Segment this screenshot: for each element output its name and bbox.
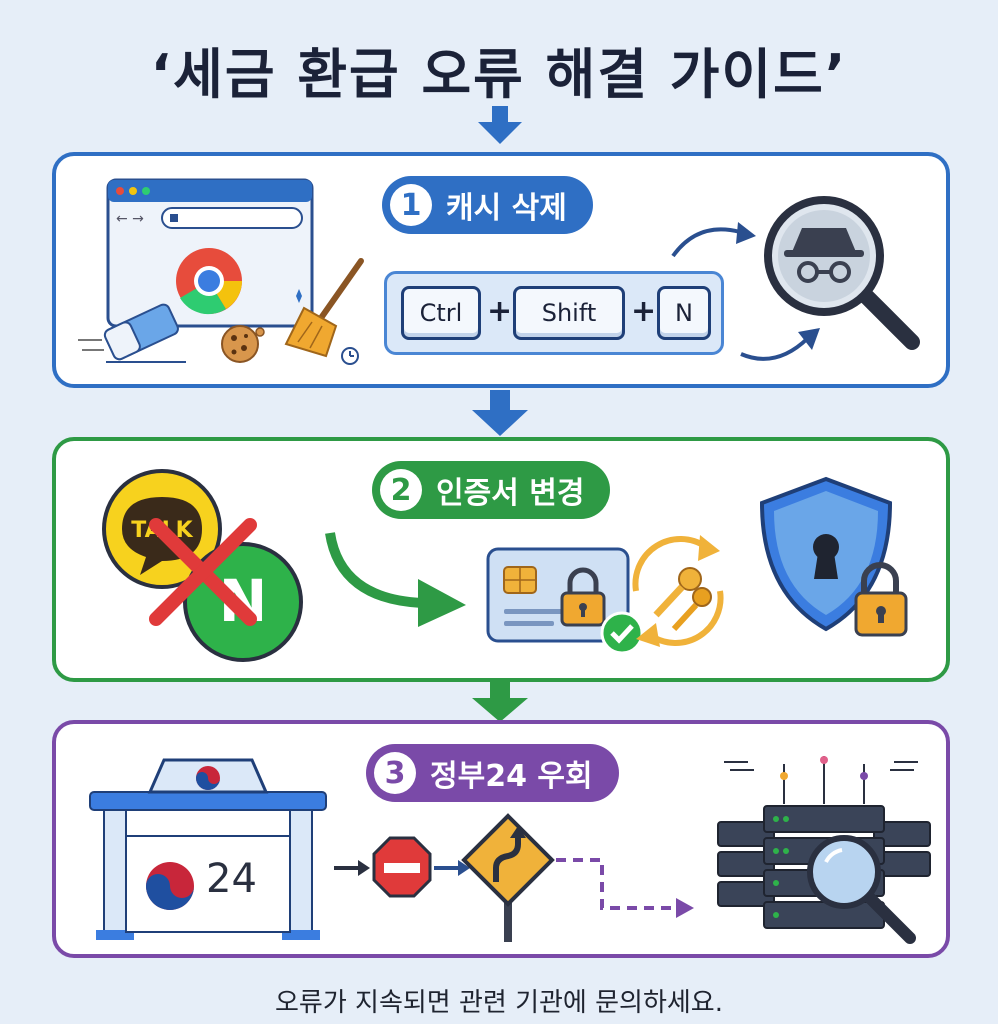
step-2-panel: 2 인증서 변경 TALK N — [52, 437, 950, 682]
eraser-icon — [78, 303, 186, 363]
step-2-number: 2 — [380, 469, 422, 511]
step-1-badge: 1 캐시 삭제 — [382, 176, 593, 234]
down-arrow-icon — [472, 682, 528, 722]
curved-arrow-icon — [740, 328, 820, 361]
chrome-icon — [176, 248, 242, 315]
key-rotation-icon — [632, 535, 724, 647]
cookie-icon — [221, 325, 265, 363]
curved-arrow-icon — [325, 532, 466, 627]
page-title: ‘세금 환급 오류 해결 가이드’ — [150, 43, 848, 106]
keyboard-shortcut: Ctrl + Shift + N — [384, 271, 724, 355]
stop-sign-icon — [334, 836, 470, 898]
step-1-panel: 1 캐시 삭제 ← → — [52, 152, 950, 388]
server-magnifier-icon — [717, 756, 931, 944]
dashed-arrow-icon — [556, 858, 694, 918]
padlock-icon — [560, 567, 606, 627]
broom-icon — [284, 258, 364, 365]
ctrl-key: Ctrl — [401, 286, 481, 340]
step-2-badge: 2 인증서 변경 — [372, 461, 611, 519]
plus-sign: + — [631, 294, 657, 329]
gov24-number: 24 — [206, 856, 257, 902]
security-shield-icon — [759, 476, 908, 637]
step-3-label: 정부24 우회 — [430, 759, 593, 794]
step-2-label: 인증서 변경 — [436, 476, 585, 511]
down-arrow-icon — [472, 390, 528, 436]
detour-sign-icon — [461, 813, 555, 942]
step-1-number: 1 — [390, 184, 432, 226]
step-3-panel: 3 정부24 우회 24 — [52, 720, 950, 958]
curved-arrow-icon — [671, 222, 756, 258]
step-1-label: 캐시 삭제 — [446, 191, 567, 226]
n-key: N — [657, 286, 711, 340]
naver-icon: N — [183, 542, 303, 662]
step-3-badge: 3 정부24 우회 — [366, 744, 619, 802]
government-gate-icon — [89, 758, 327, 940]
cross-icon — [149, 518, 257, 626]
footer-note: 오류가 지속되면 관련 기관에 문의하세요. — [275, 988, 723, 1018]
shift-key: Shift — [513, 286, 625, 340]
svg-text:← →: ← → — [116, 211, 144, 227]
down-arrow-icon — [478, 106, 522, 144]
step-3-number: 3 — [374, 752, 416, 794]
check-icon — [600, 611, 644, 655]
plus-sign: + — [487, 294, 513, 329]
incognito-magnifier-icon — [764, 196, 920, 350]
